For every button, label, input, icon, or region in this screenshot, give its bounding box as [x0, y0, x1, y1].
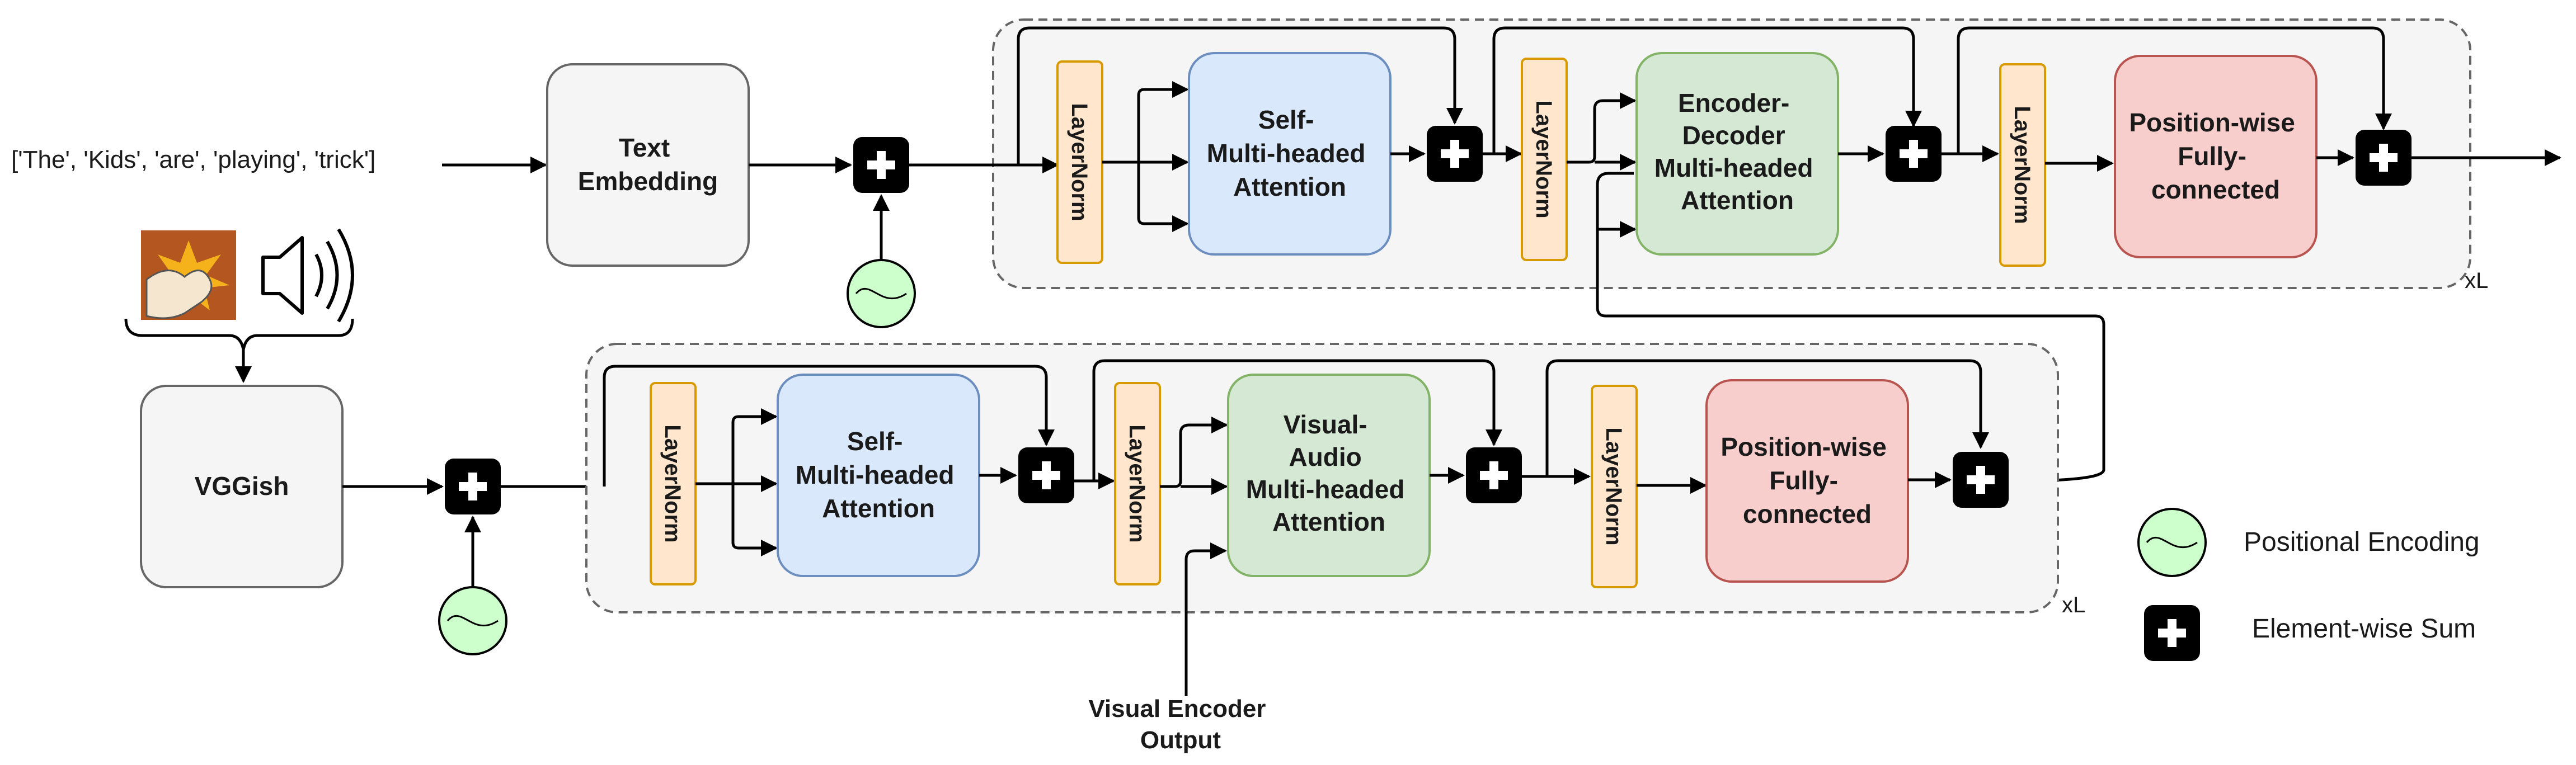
encoder-residual-3 [1545, 359, 1989, 476]
decoder-layernorm-2 [1521, 58, 1568, 261]
decoder-layernorm-3 [1999, 63, 2046, 267]
decoder-sum-icon-3 [2356, 130, 2412, 186]
audio-positional-encoding-icon [438, 586, 507, 655]
text-embedding-block [546, 63, 750, 267]
encoder-sum-icon-3 [1953, 452, 2009, 508]
encoder-layernorm-1-label: LayerNorm [660, 424, 685, 542]
decoder-residual-2 [1492, 26, 1922, 154]
element-wise-sum-icon [853, 137, 909, 193]
visual-encoder-output-label: Visual Encoder Output [1088, 695, 1272, 754]
clapping-hands-icon [141, 230, 236, 320]
legend-positional-encoding-label: Positional Encoding [2244, 527, 2480, 557]
encoder-residual-1 [603, 365, 1055, 487]
decoder-sum-icon-1 [1427, 126, 1483, 182]
audio-input-brace [124, 318, 354, 350]
audio-element-wise-sum-icon [445, 459, 501, 514]
encoder-residual-2 [1092, 359, 1502, 481]
encoder-sum-icon-2 [1466, 447, 1522, 503]
decoder-fork-1 [1102, 88, 1186, 225]
text-embedding-label: Text Embedding [578, 133, 718, 196]
encoder-self-attention-label: Self- Multi-headed Attention [796, 427, 961, 523]
encoder-fork-1 [695, 415, 775, 550]
encoder-output-link [1596, 172, 2105, 483]
decoder-self-attention-label: Self- Multi-headed Attention [1207, 105, 1372, 201]
input-text-sequence: ['The', 'Kids', 'are', 'playing', 'trick… [11, 146, 375, 173]
encoder-sum-icon-1 [1018, 447, 1074, 503]
encoder-layernorm-2-label: LayerNorm [1125, 424, 1149, 542]
decoder-residual-1 [1017, 26, 1463, 165]
decoder-sum-icon-2 [1886, 126, 1942, 182]
decoder-layernorm-2-label: LayerNorm [1531, 100, 1556, 218]
legend-element-wise-sum-label: Element-wise Sum [2252, 614, 2476, 644]
encoder-repeat-label: xL [2062, 593, 2085, 617]
encoder-layernorm-3-label: LayerNorm [1601, 427, 1626, 545]
encoder-position-wise-label: Position-wise Fully- connected [1721, 432, 1893, 528]
decoder-repeat-label: xL [2465, 268, 2488, 293]
visual-encoder-output-line [1184, 542, 1227, 696]
encoder-layernorm-2 [1114, 382, 1161, 585]
legend-positional-encoding-icon [2137, 508, 2207, 577]
decoder-residual-3 [1957, 26, 2392, 154]
encoder-decoder-attention-label: Encoder- Decoder Multi-headed Attention [1654, 88, 1820, 215]
decoder-layernorm-3-label: LayerNorm [2010, 106, 2034, 224]
decoder-position-wise-label: Position-wise Fully- connected [2129, 108, 2302, 204]
speaker-icon [261, 228, 354, 323]
positional-encoding-icon [847, 259, 916, 328]
decoder-layernorm-1-label: LayerNorm [1067, 103, 1092, 221]
vggish-label: VGGish [195, 471, 289, 500]
legend-element-wise-sum-icon [2144, 605, 2200, 661]
visual-audio-attention-label: Visual- Audio Multi-headed Attention [1246, 410, 1412, 536]
